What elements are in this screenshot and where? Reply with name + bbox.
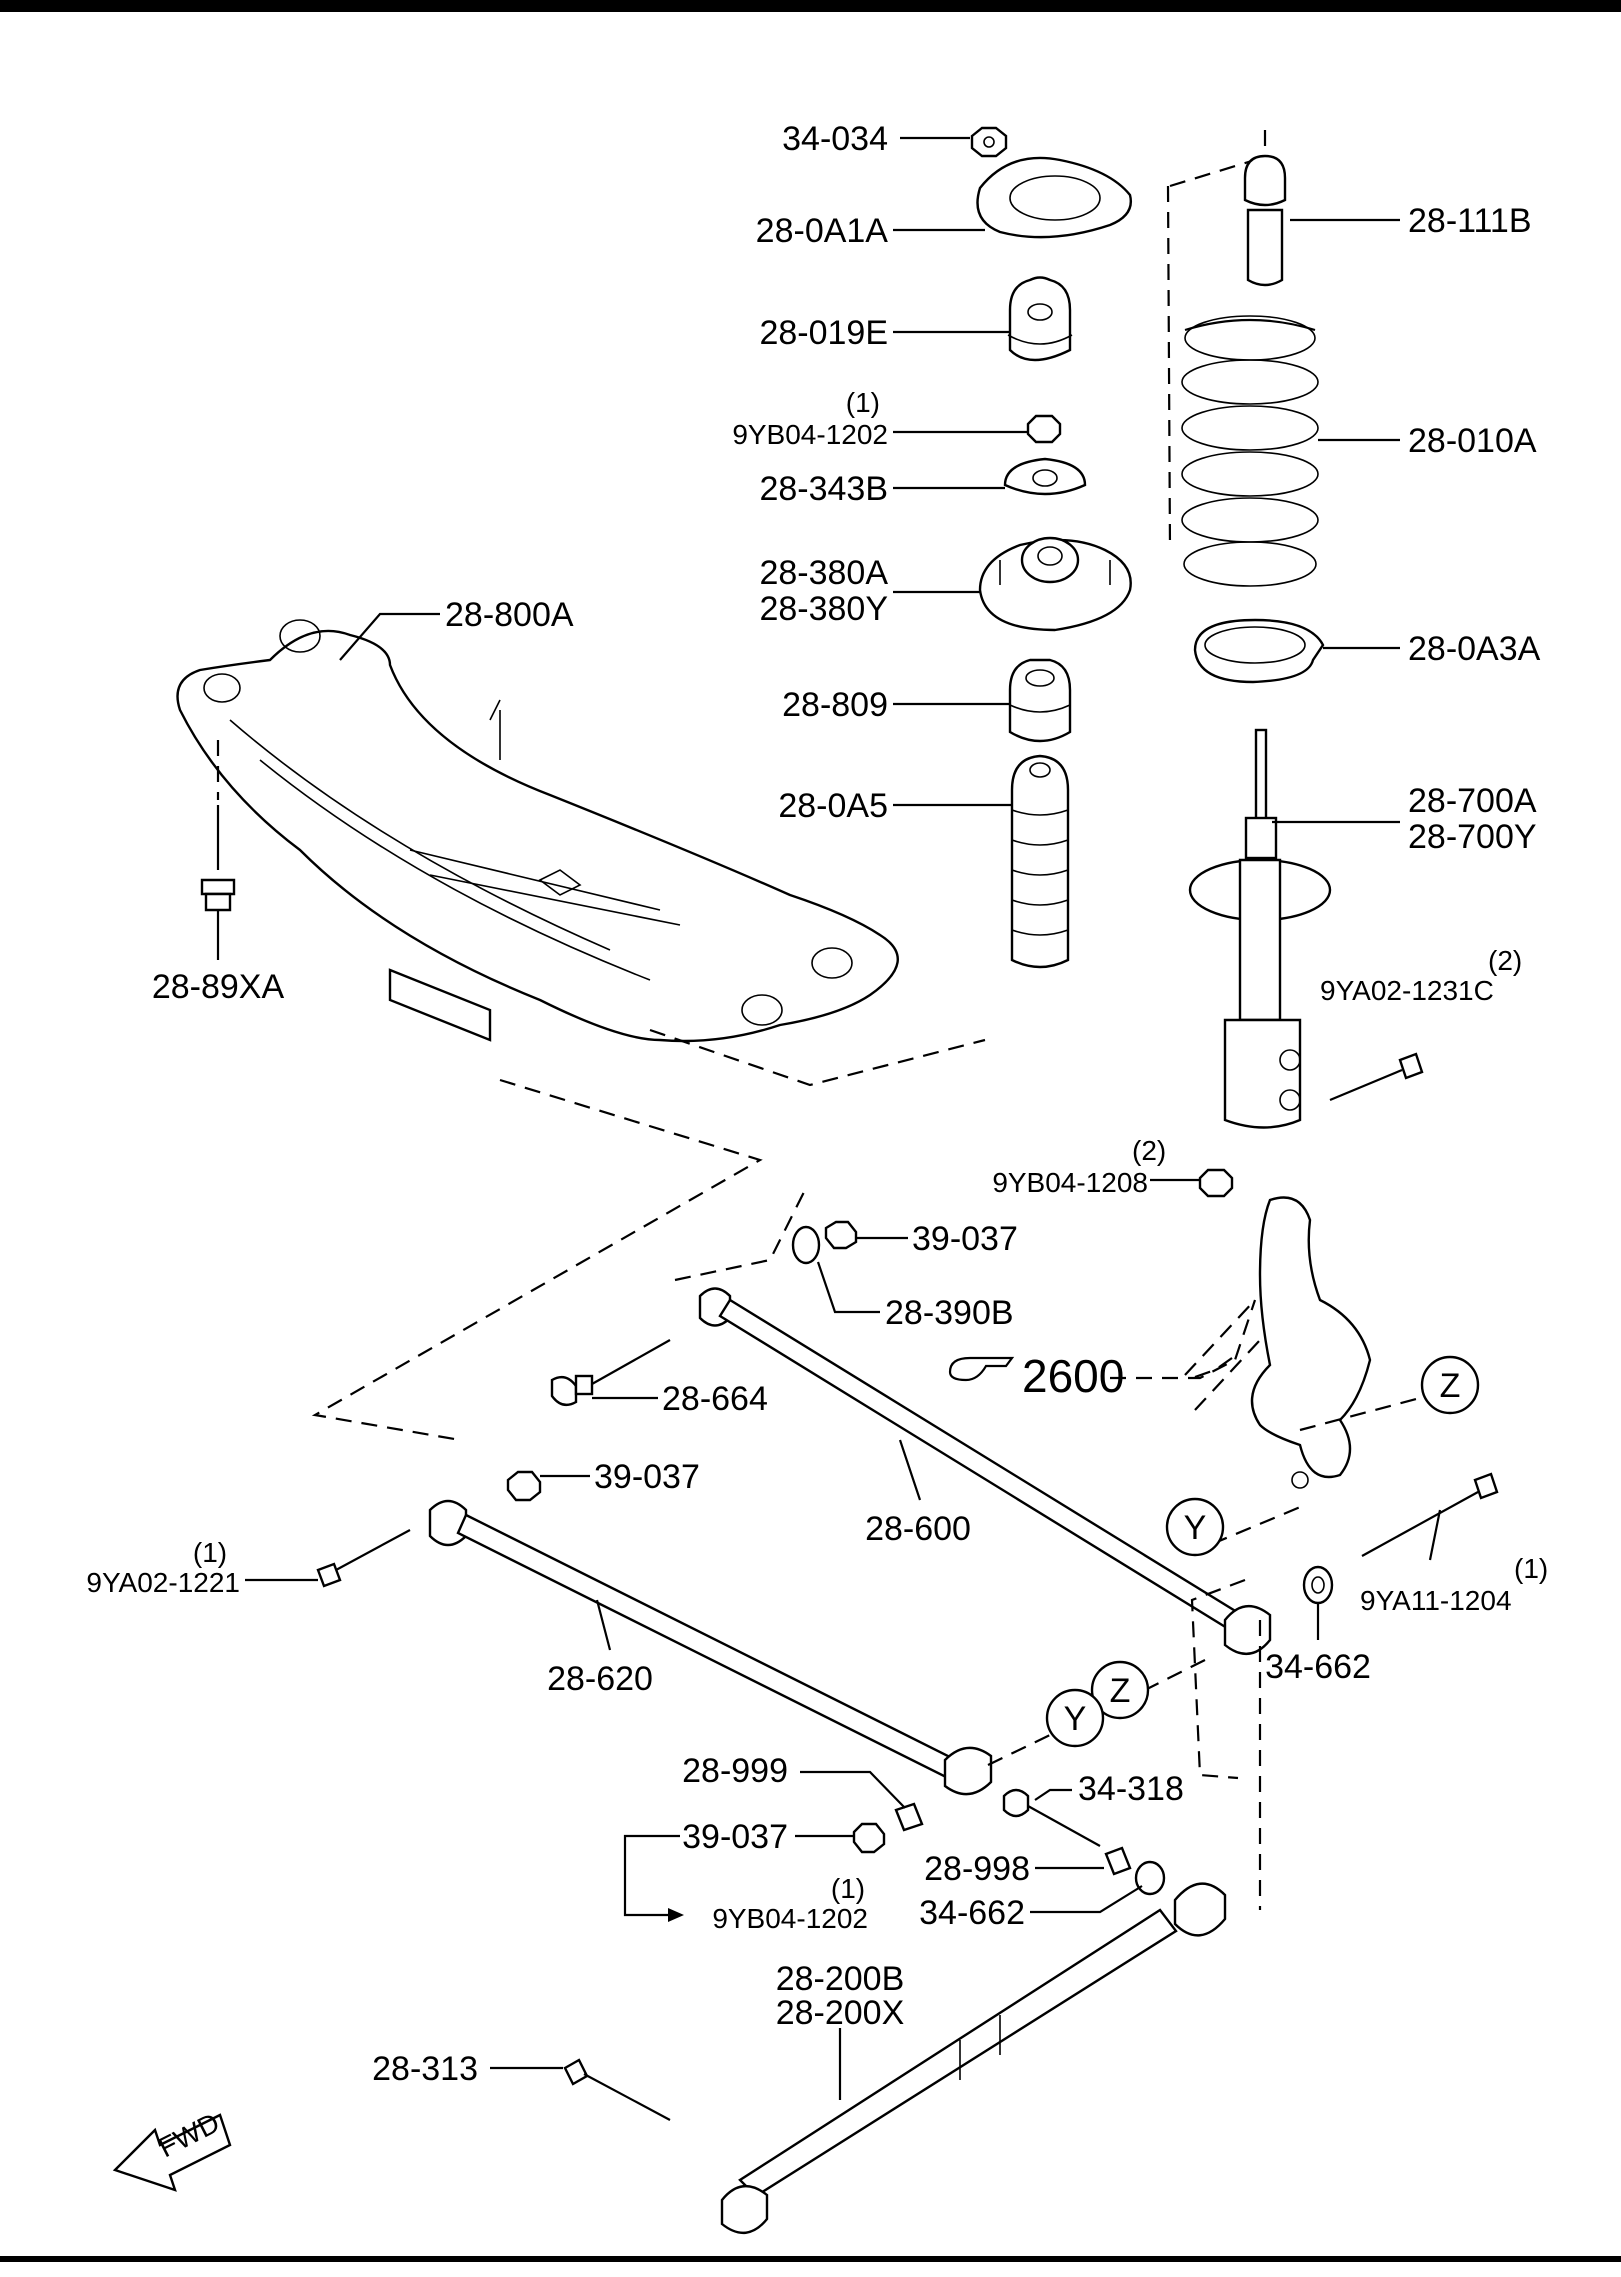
- marker-y-upper: Y: [1165, 1497, 1225, 1557]
- label-28-313: 28-313: [372, 2050, 478, 2088]
- label-28-019E: 28-019E: [759, 314, 888, 352]
- washer-28-343B: [1003, 457, 1087, 496]
- label-28-664: 28-664: [662, 1380, 768, 1418]
- label-9YA11-1204: 9YA11-1204: [1360, 1585, 1512, 1616]
- label-ref-2600: 2600: [1022, 1350, 1124, 1402]
- label-9YB04-1202-upper: 9YB04-1202: [732, 419, 888, 450]
- bolt-9YA11-1204: [1361, 1472, 1499, 1557]
- strut-mount-28-380A: [978, 536, 1132, 632]
- label-34-318: 34-318: [1078, 1770, 1184, 1808]
- label-28-010A: 28-010A: [1408, 422, 1537, 460]
- marker-z-lower: Z: [1090, 1660, 1150, 1720]
- label-28-0A5: 28-0A5: [778, 787, 888, 825]
- washer-28-390B: [791, 1225, 821, 1265]
- nut-9YB04-1208: [1198, 1168, 1234, 1198]
- label-9YA02-1221: 9YA02-1221: [86, 1567, 240, 1598]
- label-28-200X: 28-200X: [776, 1994, 905, 2032]
- leader-lines: [216, 136, 1442, 2100]
- washer-28-998: [1104, 1846, 1132, 1876]
- label-34-662-upper: 34-662: [1265, 1648, 1371, 1686]
- label-qty-1-9YB04-1202-lower: (1): [831, 1873, 865, 1904]
- label-qty-2-9YB04-1208: (2): [1132, 1135, 1166, 1166]
- nut-34-662-upper: [1302, 1565, 1334, 1605]
- top-border: [0, 0, 1621, 12]
- label-28-390B: 28-390B: [885, 1294, 1014, 1332]
- label-9YB04-1208: 9YB04-1208: [992, 1167, 1148, 1198]
- mount-plate-28-0A1A: [976, 156, 1132, 239]
- label-28-343B: 28-343B: [759, 470, 888, 508]
- dust-boot-28-0A5: [1010, 754, 1070, 969]
- nut-9YB04-1202-upper: [1026, 414, 1062, 444]
- label-28-620: 28-620: [547, 1660, 653, 1698]
- coil-spring-28-010A: [1181, 315, 1319, 587]
- nut-34-662-lower: [1134, 1860, 1166, 1896]
- label-28-800A: 28-800A: [445, 596, 574, 634]
- label-28-380A: 28-380A: [759, 554, 888, 592]
- bump-stop-28-019E: [1007, 276, 1073, 362]
- bump-stop-28-111B: [1243, 130, 1287, 287]
- label-39-037-lower: 39-037: [682, 1818, 788, 1856]
- arm-28-620: [428, 1499, 993, 1796]
- label-28-999: 28-999: [682, 1752, 788, 1790]
- bolt-34-318: [1002, 1788, 1101, 1847]
- washer-28-999: [894, 1802, 924, 1832]
- label-qty-1-9YA02-1221: (1): [193, 1537, 227, 1568]
- marker-y-lower: Y: [1045, 1688, 1105, 1748]
- fwd-arrow-icon: FWD: [112, 2107, 232, 2192]
- marker-y-lower-text: Y: [1064, 1700, 1087, 1738]
- nut-39-037-lower: [852, 1822, 886, 1854]
- marker-z-upper-text: Z: [1440, 1367, 1461, 1405]
- label-9YA02-1231C: 9YA02-1231C: [1320, 975, 1494, 1006]
- knuckle-2600: [1250, 1196, 1372, 1489]
- nut-39-037-upper: [824, 1220, 858, 1250]
- pointing-hand-icon: [948, 1356, 1015, 1382]
- label-qty-2-9YA02-1231C: (2): [1488, 945, 1522, 976]
- label-28-700A: 28-700A: [1408, 782, 1537, 820]
- nut-34-034: [970, 126, 1008, 158]
- marker-y-upper-text: Y: [1184, 1509, 1207, 1547]
- spring-seat-28-0A3A: [1193, 618, 1325, 684]
- bottom-border: [0, 2256, 1621, 2262]
- marker-z-upper: Z: [1420, 1355, 1480, 1415]
- label-qty-1-9YA11-1204: (1): [1514, 1553, 1548, 1584]
- bolt-28-89XA: [200, 740, 236, 912]
- label-39-037-upper: 39-037: [912, 1220, 1018, 1258]
- label-28-200B: 28-200B: [776, 1960, 905, 1998]
- nut-39-037-middle: [506, 1470, 542, 1502]
- part-labels: 34-034 28-0A1A 28-019E (1) 9YB04-1202 28…: [86, 120, 1548, 2088]
- bolt-28-664: [550, 1339, 671, 1407]
- marker-z-lower-text: Z: [1110, 1672, 1131, 1710]
- bolt-9YA02-1231C: [1329, 1052, 1424, 1102]
- trailing-arm-28-200B: [720, 1882, 1227, 2234]
- label-28-380Y: 28-380Y: [759, 590, 888, 628]
- bolt-9YA02-1221: [316, 1529, 411, 1588]
- label-28-809: 28-809: [782, 686, 888, 724]
- label-9YB04-1202-lower: 9YB04-1202: [712, 1903, 868, 1934]
- crossmember-28-800A: [176, 619, 899, 1043]
- label-28-600: 28-600: [865, 1510, 971, 1548]
- label-28-0A3A: 28-0A3A: [1408, 630, 1541, 668]
- label-28-111B: 28-111B: [1408, 202, 1532, 240]
- strut-28-700A: [1188, 728, 1332, 1129]
- label-28-700Y: 28-700Y: [1408, 818, 1537, 856]
- label-28-89XA: 28-89XA: [152, 968, 285, 1006]
- label-34-662-lower: 34-662: [919, 1894, 1025, 1932]
- bushing-28-809: [1008, 658, 1072, 743]
- bolt-28-313: [563, 2058, 671, 2121]
- label-28-998: 28-998: [924, 1850, 1030, 1888]
- label-34-034: 34-034: [782, 120, 888, 158]
- arm-28-600: [698, 1287, 1272, 1655]
- label-28-0A1A: 28-0A1A: [756, 212, 889, 250]
- label-39-037-middle: 39-037: [594, 1458, 700, 1496]
- label-qty-1-9YB04-1202-upper: (1): [846, 387, 880, 418]
